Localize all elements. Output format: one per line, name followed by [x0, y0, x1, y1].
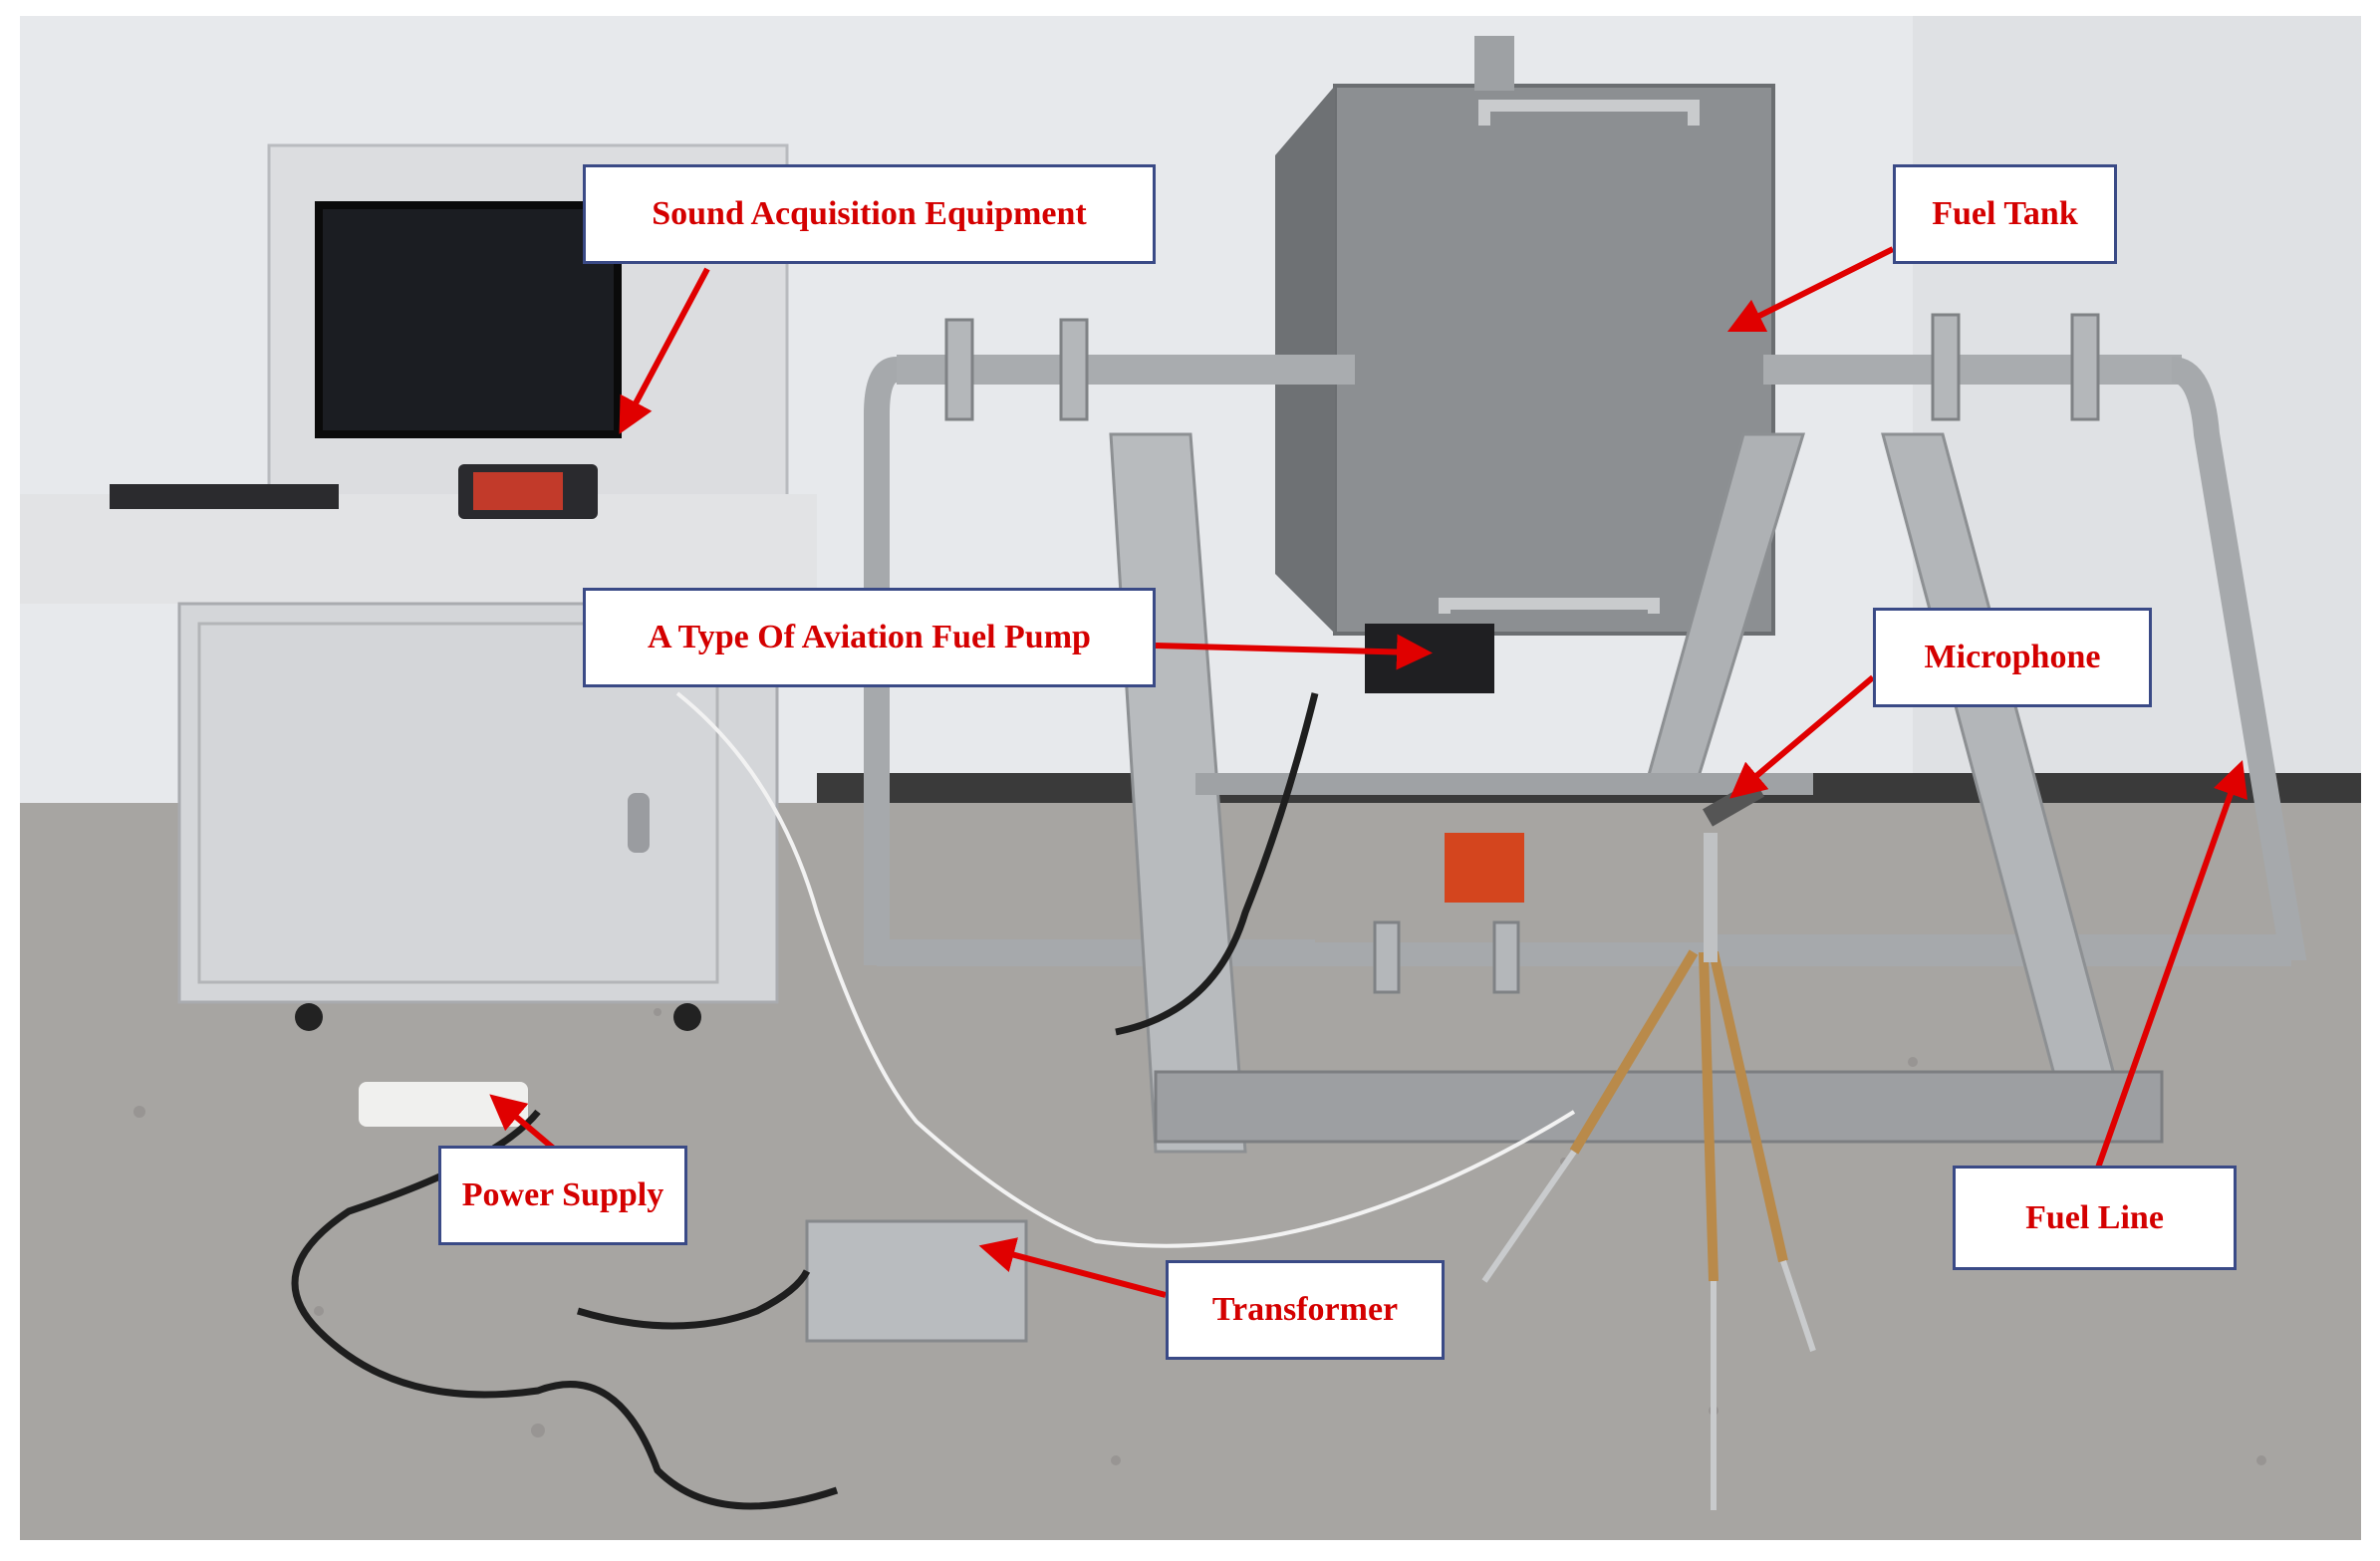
frame-base — [1154, 1070, 2164, 1144]
cables-white — [675, 691, 1576, 1248]
tank-top-pipe — [1474, 36, 1514, 91]
tripod-lower-legs — [1481, 1150, 1816, 1510]
pipe-loop-left — [864, 357, 1315, 965]
keyboard — [110, 484, 339, 509]
pump-body — [1365, 624, 1494, 693]
flow-meter — [1445, 833, 1524, 903]
power-strip — [359, 1082, 528, 1127]
label-transformer: Transformer — [1166, 1260, 1445, 1360]
frame-crossbar — [1195, 773, 1813, 795]
cabinet-door — [197, 622, 719, 984]
console-monitor — [315, 201, 622, 438]
label-power-supply: Power Supply — [438, 1146, 687, 1245]
daq-screen — [473, 472, 563, 510]
cables — [291, 692, 1319, 1510]
cabinet-lock — [628, 793, 650, 853]
label-microphone: Microphone — [1873, 608, 2152, 707]
caster-right — [673, 1003, 701, 1031]
pipe-loop-right — [1714, 357, 2307, 960]
flanges — [944, 313, 2100, 994]
fuel-tank — [1333, 84, 1775, 636]
label-fuel-line: Fuel Line — [1953, 1166, 2237, 1270]
tank-handle-top — [1478, 100, 1700, 126]
caster-left — [295, 1003, 323, 1031]
transformer — [805, 1219, 1028, 1343]
console-cabinet — [177, 602, 779, 1004]
label-sound-acquisition-equipment: Sound Acquisition Equipment — [583, 164, 1156, 264]
pipe-top-right — [1763, 355, 2182, 385]
tank-handle-bottom — [1439, 598, 1660, 614]
console-desk — [20, 494, 817, 604]
label-fuel-tank: Fuel Tank — [1893, 164, 2117, 264]
tripod-column — [1704, 833, 1718, 962]
label-aviation-fuel-pump: A Type Of Aviation Fuel Pump — [583, 588, 1156, 687]
tripod — [1569, 949, 1788, 1282]
